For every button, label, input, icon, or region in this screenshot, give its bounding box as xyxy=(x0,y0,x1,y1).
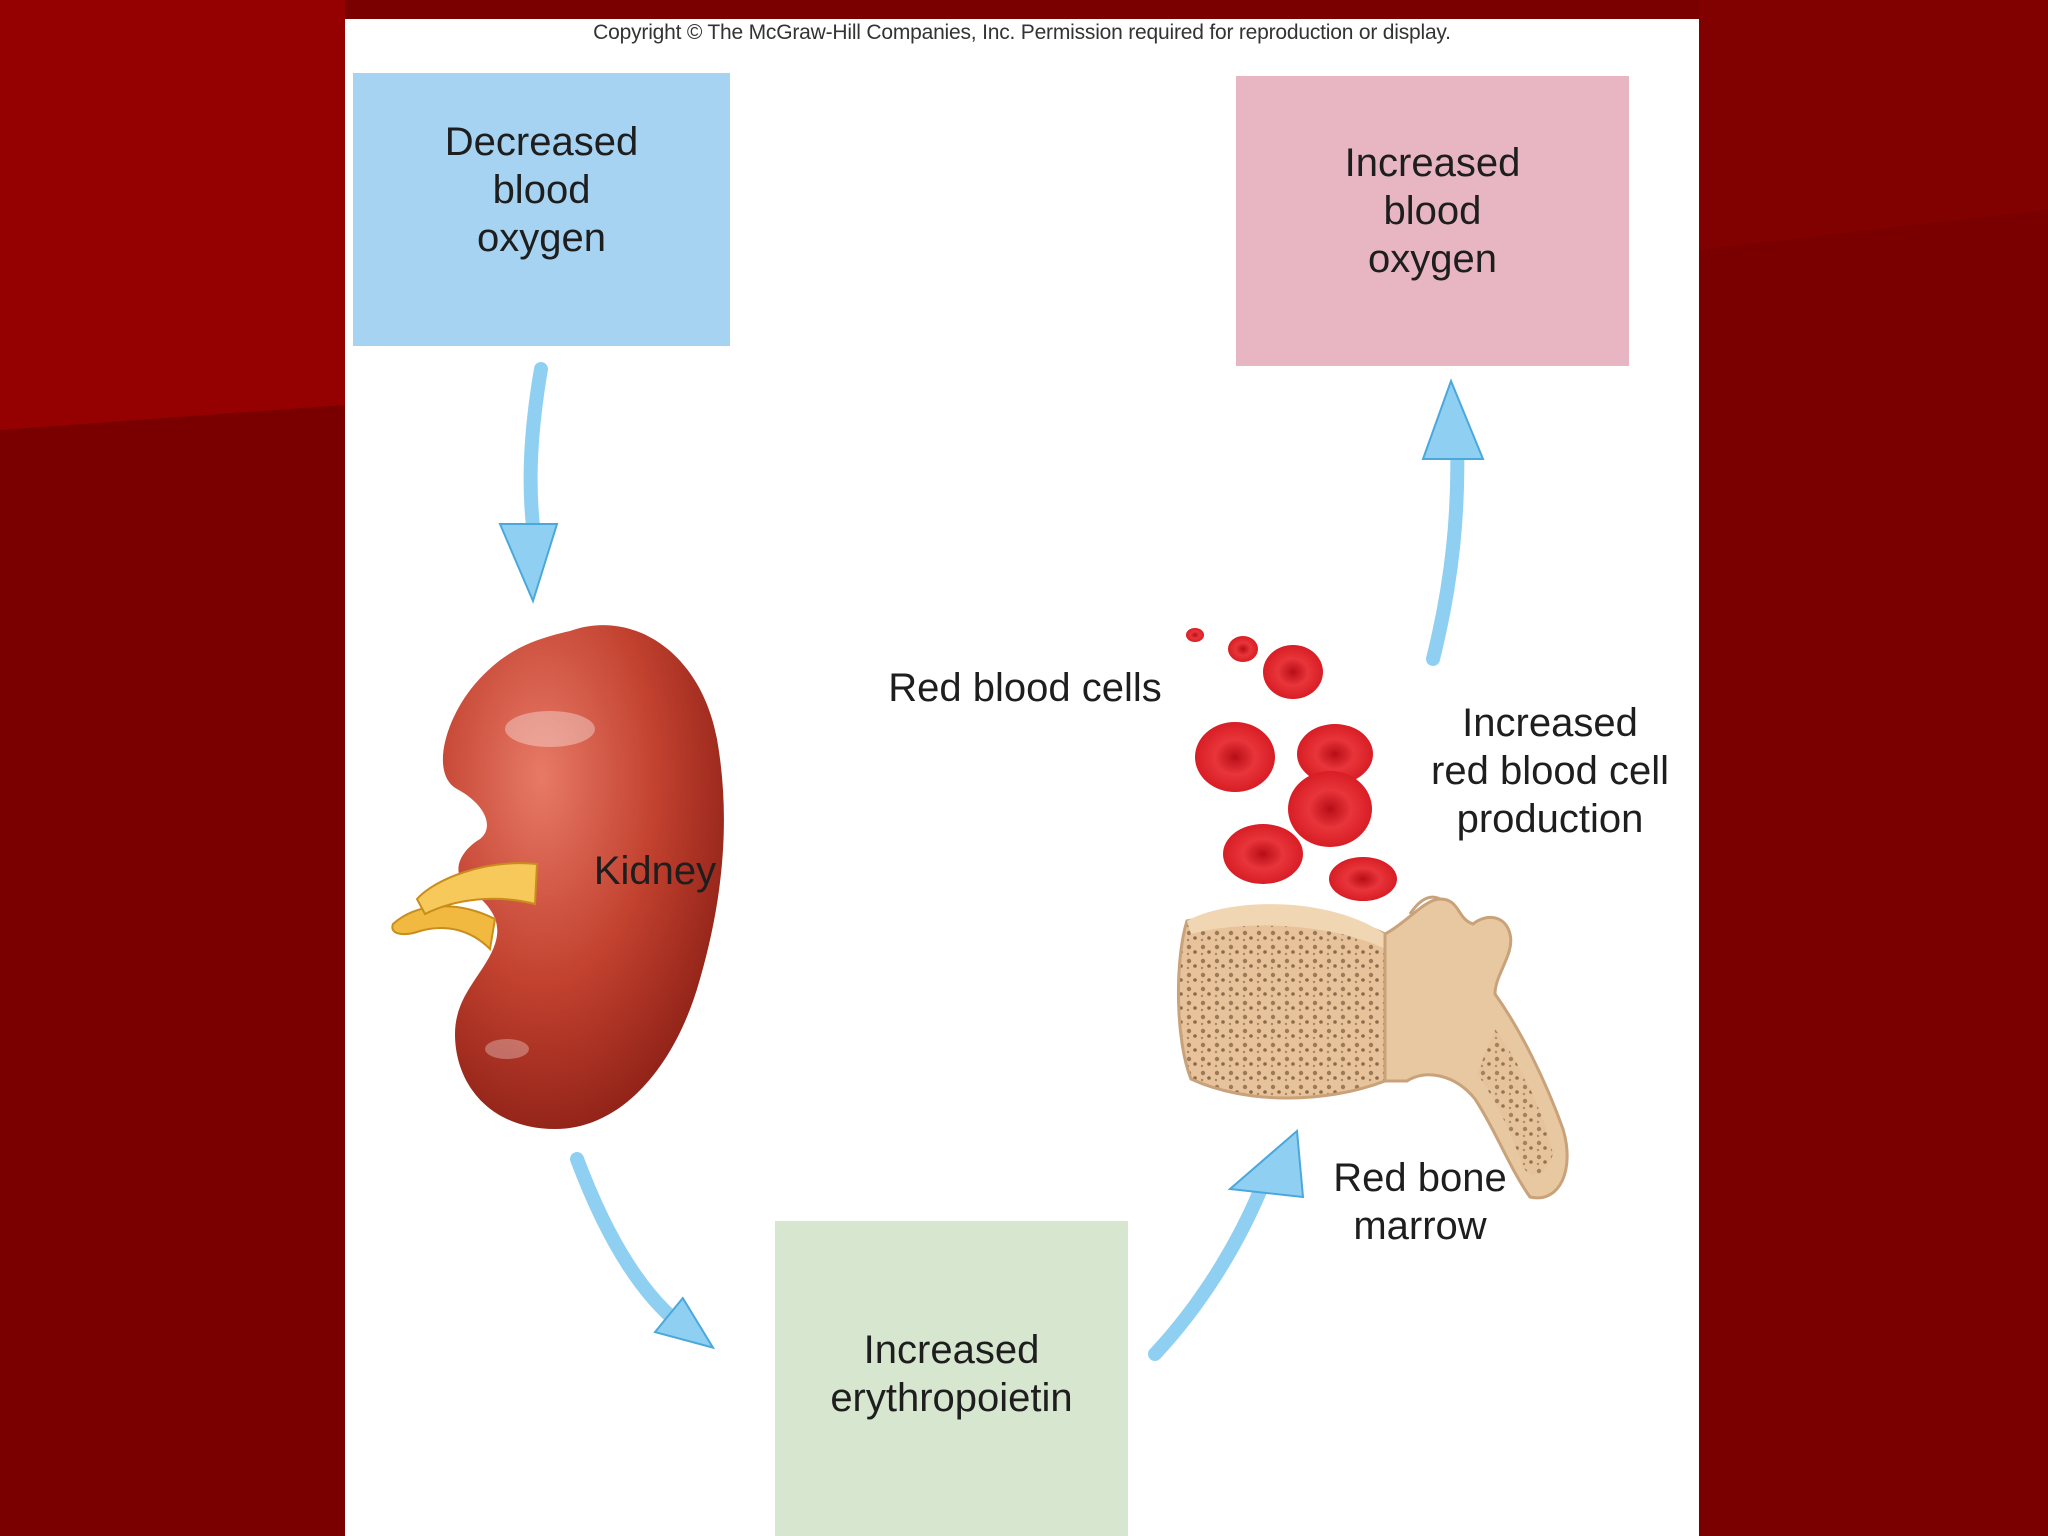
red-blood-cells-illustration xyxy=(1186,628,1397,901)
arrow-to-increased-oxygen xyxy=(1421,378,1485,666)
red-blood-cells-label: Red blood cells xyxy=(888,666,1162,710)
increased-erythropoietin-box: Increased erythropoietin xyxy=(775,1221,1128,1536)
arrow-to-bone-marrow xyxy=(1148,1128,1305,1361)
arrow-to-kidney xyxy=(498,362,559,604)
arrow-to-erythropoietin xyxy=(570,1152,716,1350)
copyright-notice: Copyright © The McGraw-Hill Companies, I… xyxy=(593,21,1451,44)
increased-blood-oxygen-box: Increased blood oxygen xyxy=(1236,76,1629,366)
increased-blood-oxygen-label: Increased blood oxygen xyxy=(1344,141,1521,281)
decreased-blood-oxygen-label: Decreased blood oxygen xyxy=(444,119,639,260)
red-bone-marrow-label: Red bone marrow xyxy=(1333,1156,1507,1248)
kidney-illustration xyxy=(391,625,724,1129)
decreased-blood-oxygen-box: Decreased blood oxygen xyxy=(353,73,730,346)
increased-erythropoietin-label: Increased erythropoietin xyxy=(830,1327,1073,1420)
vertebra-bone-marrow-illustration xyxy=(1176,895,1569,1200)
diagram-artwork xyxy=(391,362,1569,1361)
rbc-production-label: Increased red blood cell production xyxy=(1431,701,1669,841)
figure-panel: Copyright © The McGraw-Hill Companies, I… xyxy=(345,19,1699,1536)
kidney-label: Kidney xyxy=(593,849,717,893)
